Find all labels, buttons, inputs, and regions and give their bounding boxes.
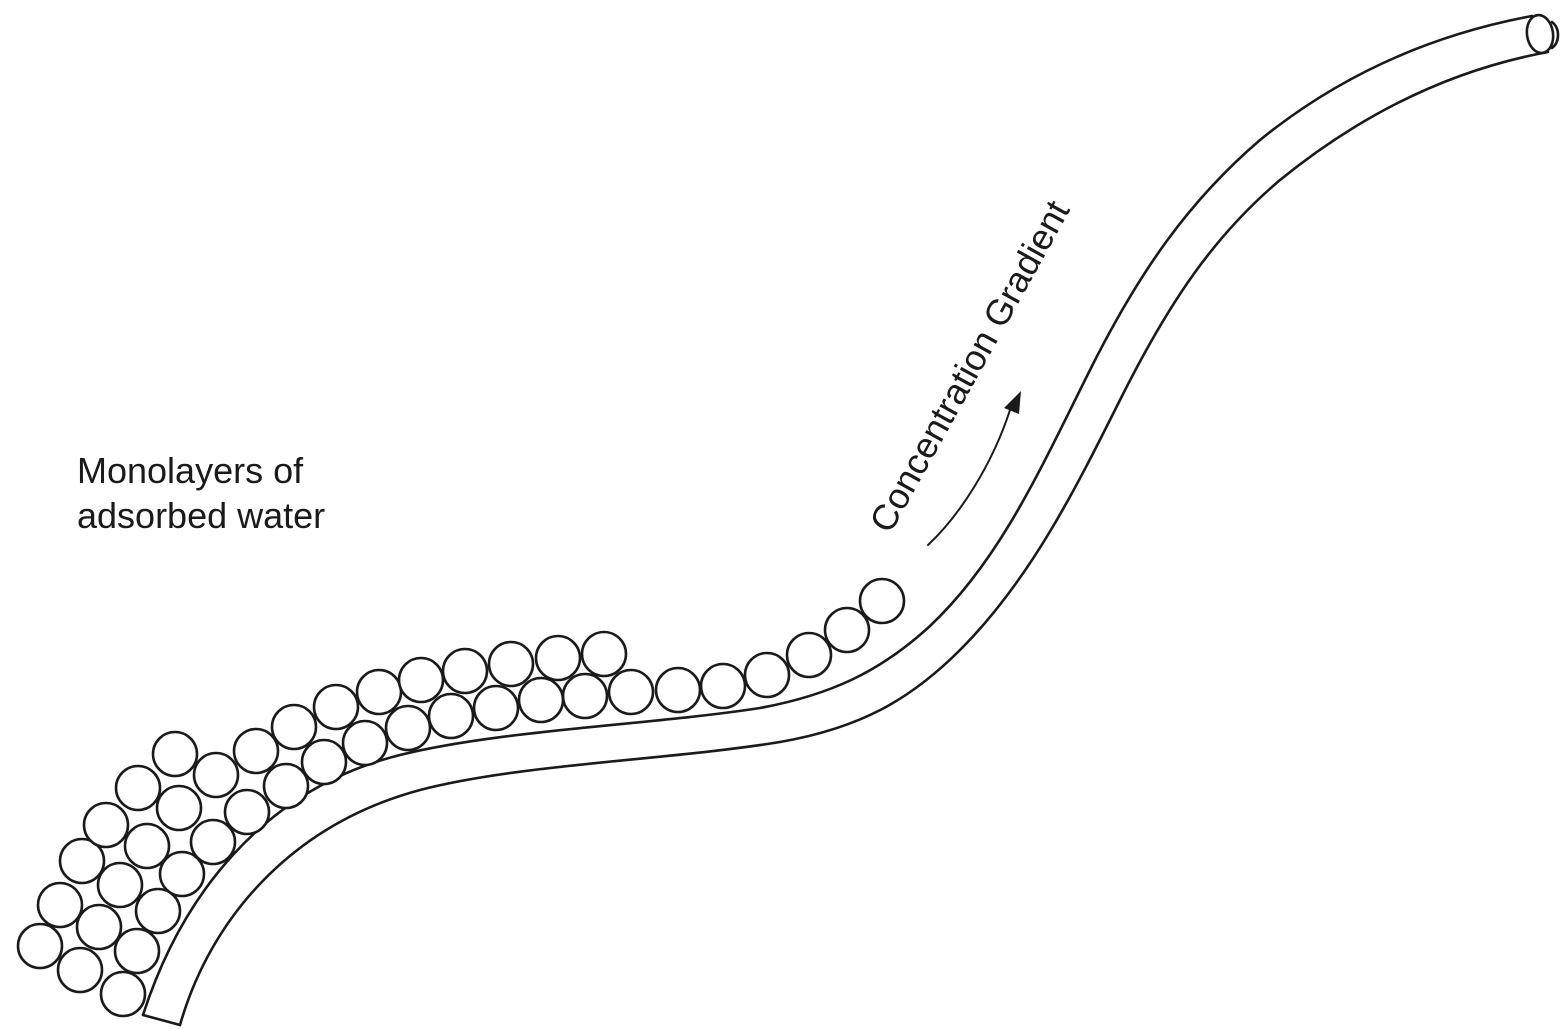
capillary-upper-wall [143,16,1532,1015]
water-molecule [563,674,607,718]
water-molecule [234,729,278,773]
water-molecule [489,642,533,686]
water-molecule [343,721,387,765]
water-molecule [115,929,159,973]
water-molecule [701,664,745,708]
gradient-arrow-head [1004,391,1021,414]
water-molecule [38,883,82,927]
water-molecule [77,905,121,949]
water-molecule [194,753,238,797]
water-molecule [582,632,626,676]
water-molecule [125,824,169,868]
capillary-lower-wall [180,52,1548,1025]
water-molecule [399,658,443,702]
water-molecule [609,670,653,714]
concentration-gradient-label: Concentration Gradient [861,193,1077,538]
water-molecule [225,790,269,834]
water-molecule [302,740,346,784]
water-molecule [264,764,308,808]
monolayers-label-line2: adsorbed water [77,495,325,536]
water-molecule [443,649,487,693]
water-molecule [860,579,904,623]
water-molecule [519,678,563,722]
water-molecule [429,694,473,738]
water-molecule [98,863,142,907]
water-molecule [745,653,789,697]
water-molecule [191,820,235,864]
water-molecule [656,668,700,712]
monolayers-label-line1: Monolayers of [77,450,304,491]
capillary-tube [143,13,1558,1025]
water-molecule [101,972,145,1016]
water-molecule [116,766,160,810]
water-molecule [157,786,201,830]
water-molecule [272,705,316,749]
water-molecule [357,670,401,714]
capillary-bottom-end [143,1015,180,1025]
water-molecule [314,685,358,729]
water-molecule [536,636,580,680]
water-molecule [474,686,518,730]
water-molecule [825,608,869,652]
water-molecule [153,732,197,776]
water-molecule [787,633,831,677]
water-molecule [18,924,62,968]
water-molecule [58,948,102,992]
water-molecule [386,706,430,750]
water-molecules [18,579,904,1016]
water-molecule [84,803,128,847]
